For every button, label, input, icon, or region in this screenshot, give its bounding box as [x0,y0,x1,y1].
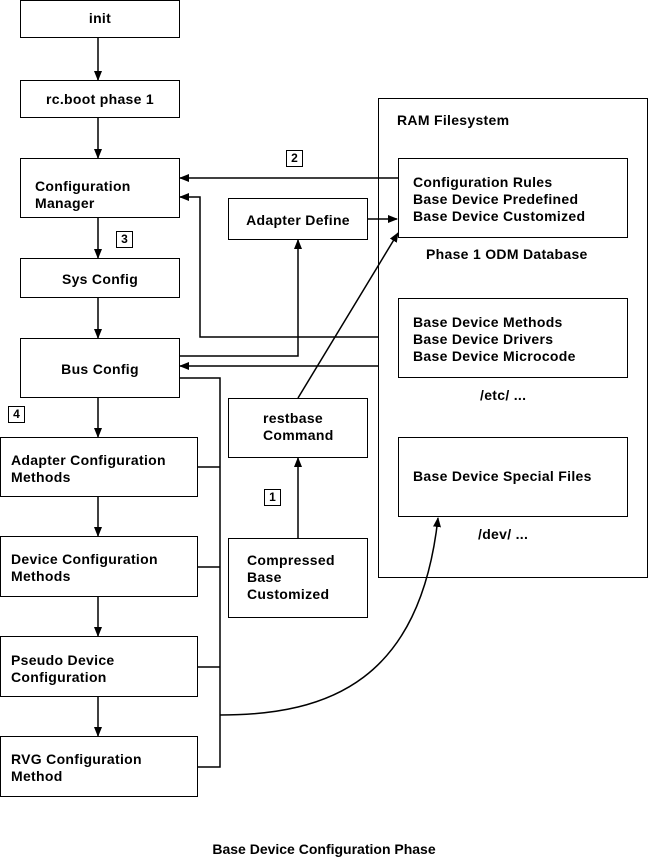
adapter-config-methods-label: Adapter Configuration Methods [11,452,166,485]
bus-config-box: Bus Config [20,338,180,398]
init-label: init [88,10,112,26]
diagram-caption: Base Device Configuration Phase [212,841,436,857]
base-device-special-files-label: Base Device Special Files [413,468,592,484]
pseudo-device-config-label: Pseudo Device Configuration [11,652,115,685]
adapter-define-box: Adapter Define [228,198,368,240]
device-config-methods-label: Device Configuration Methods [11,551,158,584]
dev-directory-label: /dev/ ... [478,526,529,542]
sys-config-label: Sys Config [61,271,139,287]
ram-filesystem-title: RAM Filesystem [397,112,510,128]
adapter-config-methods-box: Adapter Configuration Methods [0,437,198,497]
compressed-base-customized-label: Compressed Base Customized [247,552,335,602]
device-config-methods-box: Device Configuration Methods [0,536,198,597]
restbase-command-label: restbase Command [263,410,334,443]
arrow-restbase-to-odm [297,232,399,399]
config-manager-box: Configuration Manager [20,158,180,218]
base-device-methods-box: Base Device Methods Base Device Drivers … [398,298,628,378]
phase1-odm-database-entries: Configuration Rules Base Device Predefin… [413,174,586,224]
bus-config-label: Bus Config [61,361,139,377]
rcboot-label: rc.boot phase 1 [46,91,154,107]
restbase-command-box: restbase Command [228,398,368,458]
step-marker-3: 3 [116,231,133,248]
arrow-bus-config-to-adapter-define [180,239,302,357]
compressed-base-customized-box: Compressed Base Customized [228,538,368,618]
pseudo-device-config-box: Pseudo Device Configuration [0,636,198,697]
phase1-odm-database-label: Phase 1 ODM Database [426,246,588,262]
step-marker-2: 2 [286,150,303,167]
return-bus-line [180,377,221,768]
base-device-methods-entries: Base Device Methods Base Device Drivers … [413,314,576,364]
step-marker-1: 1 [264,489,281,506]
rvg-config-method-box: RVG Configuration Method [0,736,198,797]
adapter-define-label: Adapter Define [246,212,350,228]
arrow-ramfs-to-config-manager [179,193,378,338]
phase1-odm-database-box: Configuration Rules Base Device Predefin… [398,158,628,238]
init-box: init [20,0,180,38]
rcboot-box: rc.boot phase 1 [20,80,180,118]
step-marker-4: 4 [8,406,25,423]
config-manager-label: Configuration Manager [35,178,131,211]
sys-config-box: Sys Config [20,258,180,298]
etc-directory-label: /etc/ ... [480,387,527,403]
base-device-special-files-box: Base Device Special Files [398,437,628,517]
rvg-config-method-label: RVG Configuration Method [11,751,142,784]
arrow-curve-to-special-files [219,517,441,716]
